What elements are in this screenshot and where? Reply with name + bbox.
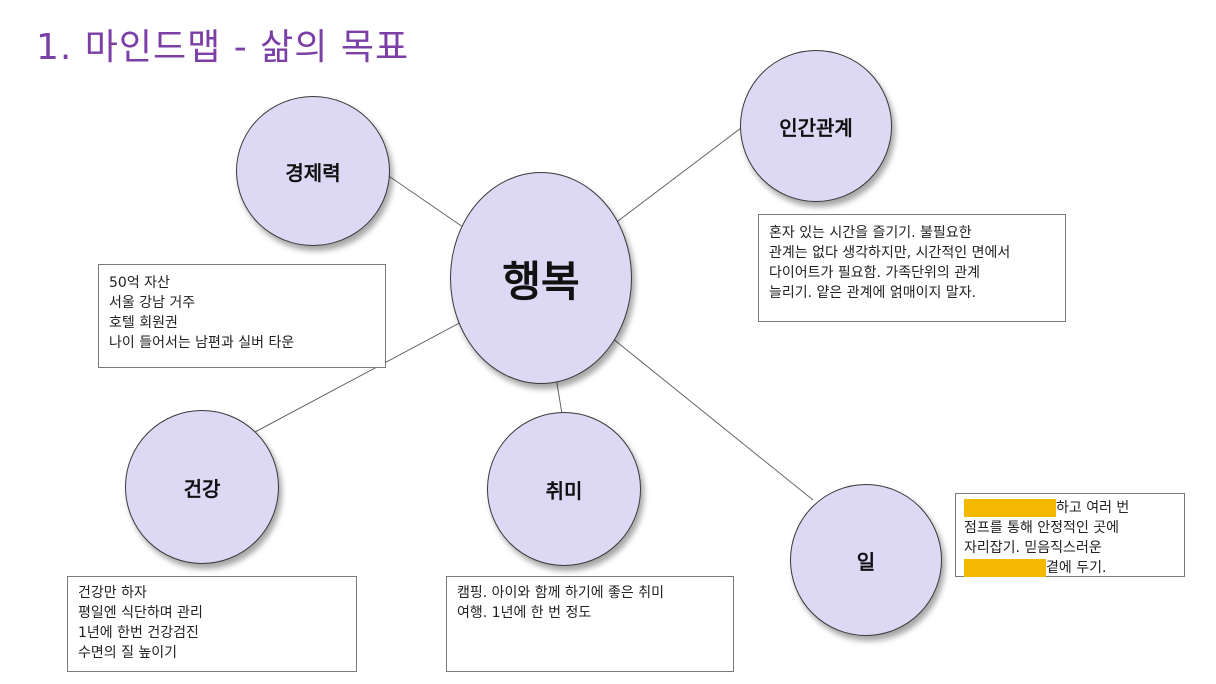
note-wealth: 50억 자산 서울 강남 거주 호텔 회원권 나이 들어서는 남편과 실버 타운 xyxy=(98,264,386,368)
note-line: 여행. 1년에 한 번 정도 xyxy=(457,605,592,621)
node-hobby: 취미 xyxy=(487,412,641,566)
node-relations: 인간관계 xyxy=(740,50,892,202)
note-line: 평일엔 식단하며 관리 xyxy=(78,605,203,621)
node-work: 일 xyxy=(790,484,942,636)
note-line: 50억 자산 xyxy=(109,275,170,291)
note-line: 서울 강남 거주 xyxy=(109,295,196,311)
note-line: 늘리기. 얕은 관계에 얽매이지 말자. xyxy=(769,285,977,301)
note-hobby: 캠핑. 아이와 함께 하기에 좋은 취미 여행. 1년에 한 번 정도 xyxy=(446,576,734,672)
note-line: 혼자 있는 시간을 즐기기. 불필요한 xyxy=(769,225,972,241)
note-work: 하고 여러 번 점프를 통해 안정적인 곳에 자리잡기. 믿음직스러운 곁에 두… xyxy=(955,493,1185,577)
node-center: 행복 xyxy=(450,172,632,384)
note-line: 관계는 없다 생각하지만, 시간적인 면에서 xyxy=(769,245,1011,261)
note-line: 나이 들어서는 남편과 실버 타운 xyxy=(109,335,295,351)
note-text: 하고 여러 번 xyxy=(1056,500,1130,516)
note-line: 호텔 회원권 xyxy=(109,315,178,331)
note-line: 점프를 통해 안정적인 곳에 xyxy=(964,520,1120,536)
note-line: 다이어트가 필요함. 가족단위의 관계 xyxy=(769,265,980,281)
redacted-highlight xyxy=(964,499,1056,517)
note-health: 건강만 하자 평일엔 식단하며 관리 1년에 한번 건강검진 수면의 질 높이기 xyxy=(67,576,357,672)
note-text: 곁에 두기. xyxy=(1046,560,1107,576)
page-title: 1. 마인드맵 - 삶의 목표 xyxy=(36,27,410,68)
note-line: 자리잡기. 믿음직스러운 xyxy=(964,540,1102,556)
note-line: 곁에 두기. xyxy=(964,558,1176,578)
note-line: 수면의 질 높이기 xyxy=(78,645,178,661)
redacted-highlight xyxy=(964,559,1046,577)
note-line: 하고 여러 번 xyxy=(964,498,1176,518)
note-relations: 혼자 있는 시간을 즐기기. 불필요한 관계는 없다 생각하지만, 시간적인 면… xyxy=(758,214,1066,322)
note-line: 1년에 한번 건강검진 xyxy=(78,625,199,641)
node-health: 건강 xyxy=(125,410,279,564)
note-line: 캠핑. 아이와 함께 하기에 좋은 취미 xyxy=(457,585,665,601)
note-line: 건강만 하자 xyxy=(78,585,147,601)
node-wealth: 경제력 xyxy=(236,96,390,246)
